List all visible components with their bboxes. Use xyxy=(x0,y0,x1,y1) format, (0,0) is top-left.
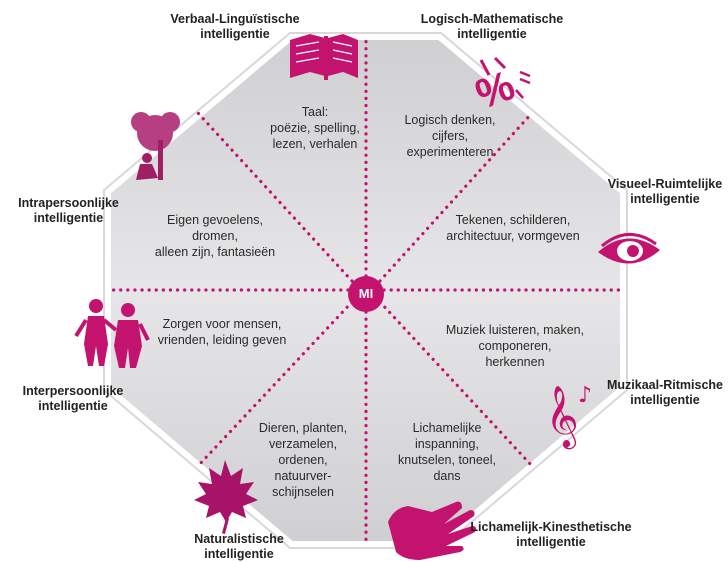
segment-line: schijnselen xyxy=(272,485,334,499)
intelligence-name: Muzikaal-Ritmische xyxy=(606,378,723,392)
segment-line: Dieren, planten, xyxy=(258,421,348,435)
segment-text-zorgen: Zorgen voor mensen, vrienden, leiding gev… xyxy=(122,316,322,348)
hand-icon xyxy=(388,501,476,560)
segment-text-eigen: Eigen gevoelens, dromen, alleen zijn, fant… xyxy=(130,212,300,260)
segment-line: architectuur, vormgeven xyxy=(446,229,580,243)
segment-line: Eigen gevoelens, xyxy=(167,213,263,227)
segment-line: cijfers, xyxy=(431,129,469,143)
segment-text-taal: Taal: poëzie, spelling, lezen, verhalen xyxy=(240,104,390,152)
segment-line: dans xyxy=(433,469,461,483)
segment-line: Zorgen voor mensen, xyxy=(162,317,282,331)
intelligence-name: Lichamelijk-Kinesthetische xyxy=(470,520,632,534)
mi-center-badge: MI xyxy=(348,276,384,312)
two-people-icon xyxy=(74,299,150,368)
segment-line: componeren, xyxy=(478,339,552,353)
maple-leaf-icon xyxy=(194,460,258,534)
intelligence-suffix: intelligentie xyxy=(38,399,108,413)
segment-text-muziek: Muziek luisteren, maken, componeren, herke… xyxy=(420,322,610,370)
open-book-icon xyxy=(290,34,358,80)
segment-line: alleen zijn, fantasieën xyxy=(154,245,276,259)
segment-line: knutselen, toneel, xyxy=(398,453,496,467)
segment-line: ordenen, xyxy=(278,453,328,467)
intelligence-suffix: intelligentie xyxy=(33,211,104,225)
segment-line: Lichamelijke xyxy=(412,421,482,435)
intelligence-suffix: intelligentie xyxy=(630,393,700,407)
person-under-tree-icon xyxy=(131,112,180,180)
divider-lines xyxy=(106,34,624,546)
segment-text-logisch: Logisch denken, cijfers, experimenteren xyxy=(375,112,525,160)
segment-line: Muziek luisteren, maken, xyxy=(445,323,585,337)
segment-text-lichamelijk: Lichamelijke inspanning, knutselen, toneel… xyxy=(372,420,522,484)
intelligence-name: Naturalistische xyxy=(194,532,284,546)
segment-line: natuurver- xyxy=(274,469,332,483)
divider-line-nw xyxy=(196,111,354,283)
intelligence-name: Interpersoonlijke xyxy=(22,384,124,398)
percent-math-icon: % xyxy=(469,56,531,118)
intelligence-name: Logisch-Mathematische xyxy=(420,12,564,26)
divider-line-sw xyxy=(196,300,354,468)
divider-line-ne xyxy=(378,111,534,283)
segment-line: experimenteren xyxy=(406,145,494,159)
segment-text-dieren: Dieren, planten, verzamelen, ordenen, natuu… xyxy=(228,420,378,500)
intelligence-name: Verbaal-Linguïstische xyxy=(170,12,300,26)
intelligence-suffix: intelligentie xyxy=(200,27,270,41)
segment-line: lezen, verhalen xyxy=(272,137,358,151)
segment-line: herkennen xyxy=(485,355,545,369)
intelligence-suffix: intelligentie xyxy=(457,27,527,41)
eye-icon xyxy=(598,233,660,264)
intelligence-suffix: intelligentie xyxy=(630,192,700,206)
intelligence-name: Visueel-Ruimtelijke xyxy=(607,177,723,191)
segment-line: inspanning, xyxy=(415,437,479,451)
segment-text-tekenen: Tekenen, schilderen, architectuur, vormge… xyxy=(418,212,608,244)
segment-line: verzamelen, xyxy=(268,437,338,451)
segment-line: Taal: xyxy=(301,105,329,119)
segment-line: Tekenen, schilderen, xyxy=(455,213,571,227)
segment-line: poëzie, spelling, xyxy=(270,121,360,135)
intelligence-suffix: intelligentie xyxy=(204,547,274,561)
intelligence-name: Intrapersoonlijke xyxy=(18,196,119,210)
svg-text:♪: ♪ xyxy=(578,383,592,408)
segment-line: dromen, xyxy=(192,229,238,243)
intelligence-suffix: intelligentie xyxy=(516,535,586,549)
segment-line: Logisch denken, xyxy=(404,113,496,127)
segment-line: vrienden, leiding geven xyxy=(157,333,287,347)
